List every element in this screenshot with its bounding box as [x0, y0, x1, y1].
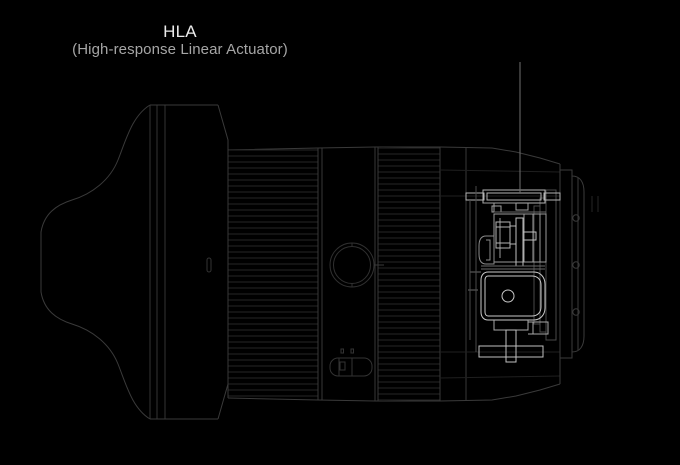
- hla-actuator-assembly: [465, 186, 561, 363]
- barrel-inner-lines: [439, 169, 560, 379]
- hood-collar-rings: [149, 105, 166, 419]
- callout-title: HLA: [163, 22, 197, 41]
- switch-block: [329, 348, 373, 377]
- lens-mount: [559, 164, 599, 384]
- front-barrel: [150, 104, 229, 420]
- lens-hood: [40, 104, 151, 420]
- hood-release-button: [206, 257, 212, 273]
- callout-subtitle: (High-response Linear Actuator): [72, 41, 288, 58]
- lens-element-marker: [329, 242, 384, 288]
- focus-ring-ribs: [378, 147, 440, 401]
- zoom-ring-ribs: [228, 149, 318, 397]
- barrel-outline: [227, 146, 561, 402]
- barrel-section-dividers: [227, 147, 467, 401]
